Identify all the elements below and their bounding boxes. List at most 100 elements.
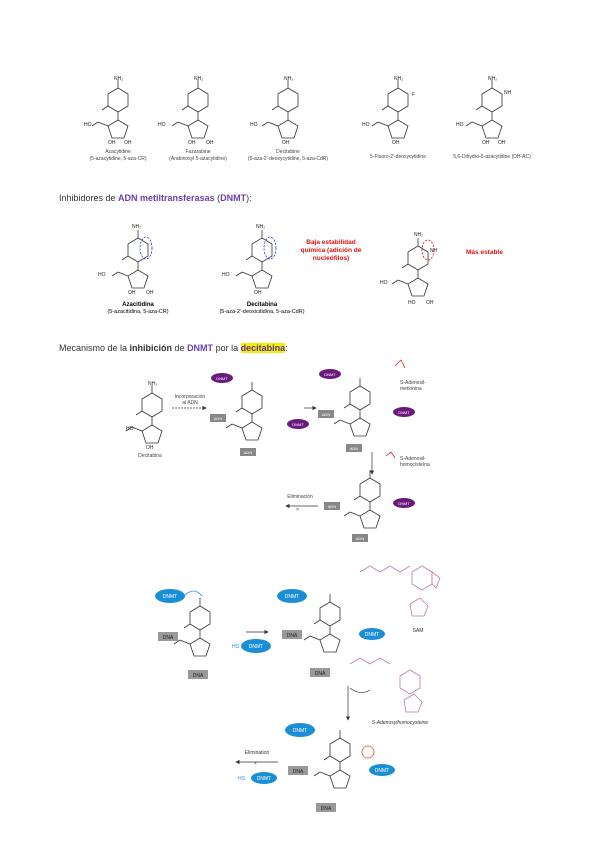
enzyme-label: DNMT bbox=[365, 632, 379, 638]
dna-box: DNA bbox=[163, 635, 174, 641]
atom-label: HO bbox=[126, 426, 134, 432]
compound-name: 5-Fluoro-2'-deoxycytidine bbox=[370, 154, 426, 160]
atom-label: HS bbox=[232, 644, 240, 650]
atom-label: NH₂ bbox=[132, 224, 141, 230]
heading-text: Mecanismo de la bbox=[59, 343, 130, 353]
enzyme-label: DNMT bbox=[375, 768, 389, 774]
atom-label: HO bbox=[158, 122, 166, 128]
molecule-label: S-Adenosylhomocysteine bbox=[372, 720, 429, 726]
arrow-label: Incorporación bbox=[175, 394, 206, 400]
atom-label: NH₂ bbox=[284, 76, 293, 82]
atom-label: OH bbox=[146, 445, 154, 451]
atom-label: OH bbox=[188, 140, 196, 146]
atom-label: NH₂ bbox=[414, 232, 423, 238]
compound-name: 5,6-Dihydro-5-azacytidine (DH-AC) bbox=[453, 154, 531, 160]
compound-decitabina: NH₂ HO OH Decitabina (5-aza-2'-deoxiciti… bbox=[219, 224, 304, 315]
molecule-label: SAM bbox=[413, 628, 424, 634]
atom-label: HS bbox=[238, 776, 246, 782]
compound-fluoro-deoxycytidine: NH₂ F HO OH 5-Fluoro-2'-deoxycytidine bbox=[362, 76, 426, 160]
atom-label: OH bbox=[392, 140, 400, 146]
atom-label: OH bbox=[254, 290, 262, 296]
atom-label: OH bbox=[128, 290, 136, 296]
arrow-label: Elimination bbox=[245, 750, 270, 756]
heading-text: ): bbox=[246, 193, 252, 203]
atom-label: F bbox=[412, 92, 415, 98]
section-heading-inhibitors: Inhibidores de ADN metiltransferasas (DN… bbox=[59, 193, 252, 203]
enzyme-label: DNMT bbox=[293, 728, 307, 734]
compound-name: Decitabina bbox=[247, 302, 278, 308]
mechanism-spanish: NH₂ HO OH Decitabina Incorporación al AD… bbox=[125, 359, 430, 542]
dna-box: DNA bbox=[287, 633, 298, 639]
arrow-label: Eliminación bbox=[287, 494, 313, 500]
heading-text: ( bbox=[214, 193, 221, 203]
enzyme-label: DNMT bbox=[257, 776, 271, 782]
compound-azacitidina: NH₂ HO OH OH Azacitidina (5-azacitidina,… bbox=[98, 224, 169, 315]
atom-label: NH₂ bbox=[194, 76, 203, 82]
dna-box: ADN bbox=[328, 504, 337, 509]
compound-synonym: (5-aza-2'-deoxycytidine, 5-aza-CdR) bbox=[248, 156, 328, 162]
enzyme-label: DNMT bbox=[324, 372, 336, 377]
arrow-label: al ADN bbox=[182, 400, 198, 406]
enzyme-label: DNMT bbox=[292, 422, 304, 427]
dna-box: ADN bbox=[244, 450, 253, 455]
heading-text: de bbox=[172, 343, 188, 353]
atom-label: OH bbox=[482, 140, 490, 146]
compound-name: Decitabine bbox=[276, 149, 300, 155]
atom-label: NH₂ bbox=[256, 224, 265, 230]
compound-fazarabine: NH₂ HO OH OH Fazarabine (Arabinosyl 5-az… bbox=[158, 76, 227, 162]
compound-name: Azacytidine bbox=[105, 149, 131, 155]
heading-bold: inhibición bbox=[129, 343, 173, 353]
enzyme-label: DNMT bbox=[285, 594, 299, 600]
compound-synonym: (5-azacitidina, 5-aza-CR) bbox=[107, 309, 168, 315]
enzyme-label: DNMT bbox=[398, 501, 410, 506]
section-heading-mechanism: Mecanismo de la inhibición de DNMT por l… bbox=[59, 343, 288, 353]
compound-synonym: (5-aza-2'-deoxicitidina, 5-aza-CdR) bbox=[219, 309, 304, 315]
atom-label: NH₂ bbox=[394, 76, 403, 82]
heading-highlight: decitabina bbox=[240, 343, 286, 353]
atom-label: HO bbox=[84, 122, 92, 128]
compound-stable-analogue: NH₂ NH HO HO OH bbox=[380, 232, 438, 306]
note-line: nucleófilos) bbox=[313, 255, 349, 262]
atom-label: NH₂ bbox=[148, 381, 157, 387]
enzyme-label: DNMT bbox=[216, 376, 228, 381]
dna-box: ADN bbox=[356, 536, 365, 541]
enzyme-label: DNMT bbox=[398, 410, 410, 415]
dna-box: ADN bbox=[350, 446, 359, 451]
atom-label: OH bbox=[426, 300, 434, 306]
dna-box: DNA bbox=[193, 673, 204, 679]
note-stable: Más estable bbox=[466, 249, 503, 256]
compound-name: Decitabina bbox=[138, 453, 162, 459]
atom-label: HO bbox=[408, 300, 416, 306]
atom-label: HO bbox=[456, 122, 464, 128]
enzyme-label: DNMT bbox=[163, 594, 177, 600]
arrow-label: homocisteína bbox=[400, 462, 430, 468]
enzyme-label: DNMT bbox=[249, 644, 263, 650]
note-line: Baja estabilidad bbox=[306, 239, 356, 246]
mechanism-english: DNMT DNA DNA DNMT HS DNMT DNA DNA DNMT S… bbox=[155, 565, 441, 812]
atom-label: NH bbox=[430, 248, 438, 254]
heading-text: : bbox=[285, 343, 288, 353]
note-line: química (adición de bbox=[301, 247, 362, 254]
heading-text: Inhibidores de bbox=[59, 193, 119, 203]
atom-label: NH₂ bbox=[488, 76, 497, 82]
dna-box: DNA bbox=[315, 671, 326, 677]
compound-decitabine-small: NH₂ HO OH Decitabine (5-aza-2'-deoxycyti… bbox=[248, 76, 328, 162]
heading-abbr: DNMT bbox=[220, 193, 247, 203]
compound-azacytidine: NH₂ HO OH OH Azacytidine (5-azacytidine,… bbox=[84, 76, 147, 162]
atom-label: NH bbox=[504, 90, 512, 96]
atom-label: OH bbox=[146, 290, 154, 296]
heading-abbr: DNMT bbox=[187, 343, 214, 353]
atom-label: OH bbox=[498, 140, 506, 146]
atom-label: OH bbox=[108, 140, 116, 146]
compound-name: Azacitidina bbox=[122, 302, 154, 308]
dna-box: DNA bbox=[293, 769, 304, 775]
compound-dihydro-azacytidine: NH₂ NH HO OH OH 5,6-Dihydro-5-azacytidin… bbox=[453, 76, 531, 160]
compound-synonym: (Arabinosyl 5-azacytidine) bbox=[169, 156, 227, 162]
atom-label: NH₂ bbox=[114, 76, 123, 82]
svg-text:×: × bbox=[254, 761, 257, 767]
heading-text: por la bbox=[213, 343, 241, 353]
heading-highlight: ADN metiltransferasas bbox=[118, 193, 215, 203]
compound-synonym: (5-azacytidine, 5-aza-CR) bbox=[90, 156, 147, 162]
dna-box: DNA bbox=[321, 806, 332, 812]
